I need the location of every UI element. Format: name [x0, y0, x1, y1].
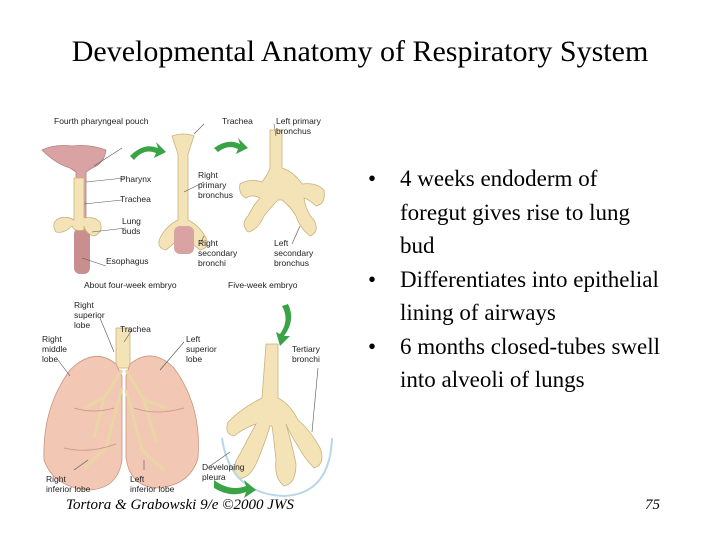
label-left-inferior-lobe: Left inferior lobe — [130, 474, 175, 494]
primary-bronchi-drawing — [158, 133, 208, 254]
embryo-lung-development-figure: Fourth pharyngeal pouch Trachea Left pri… — [34, 108, 334, 526]
bullet-text: Differentiates into epithelial lining of… — [400, 266, 659, 326]
label-pharynx: Pharynx — [120, 174, 152, 184]
label-trachea-mid: Trachea — [120, 194, 151, 204]
citation: Tortora & Grabowski 9/e ©2000 JWS — [66, 497, 294, 513]
label-right-superior-lobe: Right superior lobe — [74, 300, 105, 330]
label-tertiary-bronchi: Tertiary bronchi — [292, 344, 320, 364]
bullet-dot-icon: • — [368, 266, 377, 292]
caption-four-week-embryo: About four-week embryo — [84, 280, 177, 290]
tertiary-bronchi-drawing — [221, 343, 333, 498]
label-right-inferior-lobe: Right inferior lobe — [46, 474, 91, 494]
label-fourth-pharyngeal-pouch: Fourth pharyngeal pouch — [54, 116, 149, 126]
label-left-superior-lobe: Left superior lobe — [186, 334, 217, 364]
label-trachea-lower: Trachea — [120, 324, 151, 334]
caption-five-week-embryo: Five-week embryo — [228, 280, 298, 290]
label-right-middle-lobe: Right middle lobe — [42, 334, 68, 364]
label-right-primary-bronchus: Right primary bronchus — [198, 170, 233, 200]
label-leader-lines — [57, 123, 319, 471]
label-developing-pleura: Developing pleura — [202, 462, 245, 482]
label-left-primary-bronchus: Left primary bronchus — [276, 116, 321, 136]
progression-arrows — [130, 138, 292, 498]
bullet-item: • 6 months closed-tubes swell into alveol… — [368, 330, 668, 397]
bullet-item: • 4 weeks endoderm of foregut gives rise … — [368, 162, 668, 263]
label-trachea-top: Trachea — [222, 116, 253, 126]
bullet-dot-icon: • — [368, 333, 377, 359]
slide-title: Developmental Anatomy of Respiratory Sys… — [71, 35, 649, 68]
label-esophagus: Esophagus — [106, 256, 149, 266]
secondary-bronchi-drawing — [239, 129, 325, 237]
label-left-secondary-bronchus: Left secondary bronchus — [274, 238, 314, 268]
four-week-embryo-drawing — [41, 145, 107, 274]
bullet-text: 6 months closed-tubes swell into alveoli… — [400, 333, 660, 393]
bullet-text: 4 weeks endoderm of foregut gives rise t… — [400, 166, 630, 258]
lung-development-illustration — [41, 123, 333, 498]
label-lung-buds: Lung buds — [122, 216, 141, 236]
bullet-list: • 4 weeks endoderm of foregut gives rise … — [368, 162, 668, 397]
label-right-secondary-bronchi: Right secondary bronchi — [198, 238, 238, 268]
bullet-dot-icon: • — [368, 166, 377, 191]
page-number: 75 — [645, 497, 660, 513]
bullet-item: • Differentiates into epithelial lining o… — [368, 263, 668, 330]
